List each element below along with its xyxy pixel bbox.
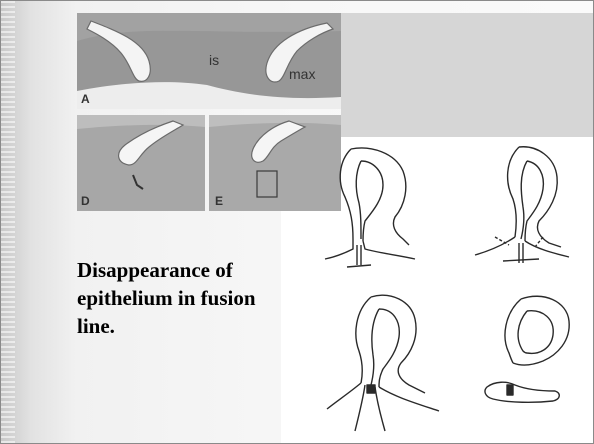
micrograph-d: D: [77, 115, 205, 211]
region-label-max: max: [289, 66, 315, 82]
micrograph-a: is max A: [77, 13, 341, 109]
decorative-stripes: [1, 1, 15, 443]
schematic-top-left: [325, 148, 415, 267]
schematic-bottom-right: [485, 296, 569, 402]
panel-label-e: E: [215, 194, 223, 208]
palate-fusion-schematics: [299, 141, 591, 441]
schematic-top-right: [475, 147, 569, 263]
panel-label-d: D: [81, 194, 90, 208]
slide-caption: Disappearance of epithelium in fusion li…: [77, 256, 277, 340]
schematic-bottom-left: [327, 295, 439, 431]
region-label-is: is: [209, 52, 219, 68]
background-grey-panel: [341, 13, 594, 137]
panel-label-a: A: [81, 92, 90, 106]
